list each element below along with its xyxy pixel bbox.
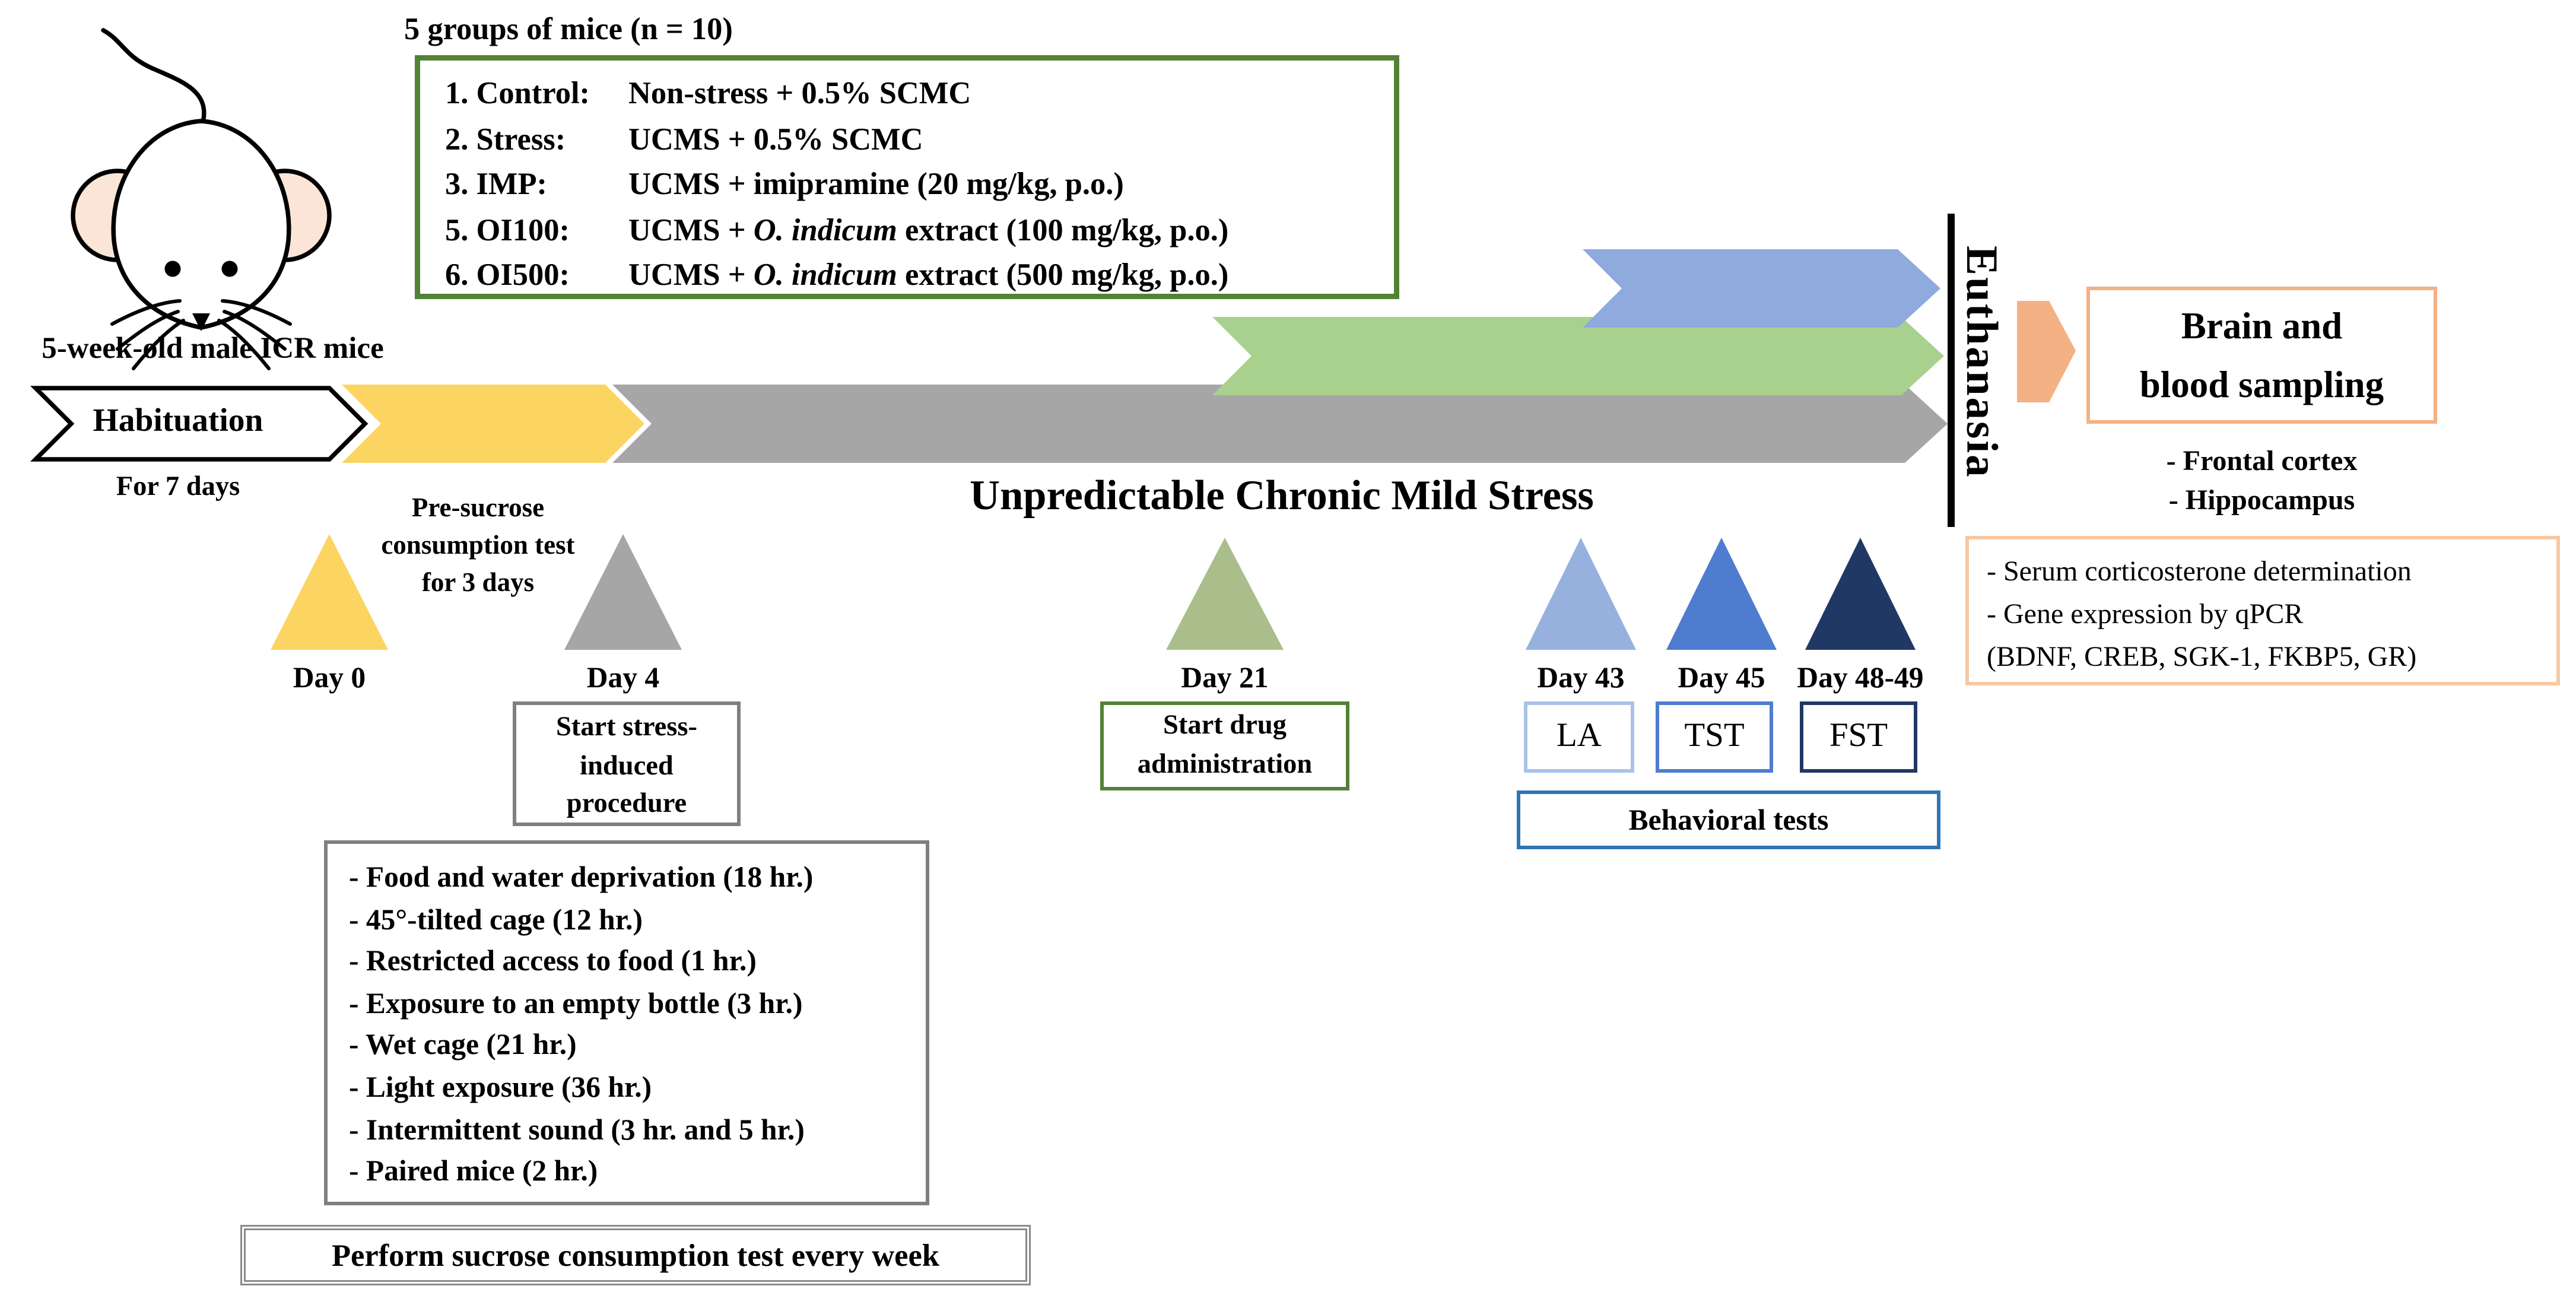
- ucms-label: Unpredictable Chronic Mild Stress: [970, 474, 1594, 520]
- group-row: 5. OI100: UCMS + O. indicum extract (100 …: [445, 211, 1394, 257]
- start-stress-box: Start stress- induced procedure: [513, 701, 741, 826]
- day-label-1: Day 4: [586, 661, 660, 694]
- tst-test-box: TST: [1656, 701, 1773, 773]
- stress-procedures-box: - Food and water deprivation (18 hr.) - 4…: [324, 840, 929, 1205]
- group-desc: UCMS + imipramine (20 mg/kg, p.o.): [628, 166, 1124, 201]
- ucms-arrow: [612, 385, 1948, 463]
- group-label: 1. Control:: [445, 75, 590, 110]
- behavioral-tests-box: Behavioral tests: [1517, 790, 1940, 849]
- group-desc: UCMS + O. indicum extract (100 mg/kg, p.…: [628, 211, 1229, 247]
- euthanasia-label: Euthanasia: [1956, 246, 2005, 479]
- day48-triangle: [1805, 538, 1916, 650]
- stress-item: - Wet cage (21 hr.): [349, 1028, 577, 1062]
- stress-item: - Light exposure (36 hr.): [349, 1069, 652, 1104]
- stress-item: - Restricted access to food (1 hr.): [349, 944, 757, 978]
- day4-triangle: [564, 534, 682, 650]
- stress-item: - 45°-tilted cage (12 hr.): [349, 901, 643, 936]
- behavioral-test-arrow: [1583, 249, 1940, 328]
- mouse-eye-left: [164, 261, 181, 277]
- stress-item: - Food and water deprivation (18 hr.): [349, 860, 814, 894]
- group-desc: UCMS + O. indicum extract (500 mg/kg, p.…: [628, 256, 1229, 292]
- group-label: 5. OI100:: [445, 211, 570, 247]
- habituation-label: Habituation: [93, 404, 263, 440]
- presucrose-note: Pre-sucrose consumption test for 3 days: [381, 495, 575, 598]
- mouse-eye-right: [221, 261, 238, 277]
- mouse-nose: [192, 313, 210, 331]
- day-label-5: Day 48-49: [1797, 661, 1924, 694]
- day43-triangle: [1526, 538, 1636, 650]
- sampling-arrow: [2017, 301, 2076, 402]
- group-label: 2. Stress:: [445, 120, 566, 156]
- sucrose-test-box: Perform sucrose consumption test every w…: [240, 1225, 1031, 1285]
- groups-box: 1. Control: Non-stress + 0.5% SCMC 2. Stre…: [415, 55, 1399, 299]
- habituation-arrow: [30, 386, 369, 462]
- fst-test-box: FST: [1800, 701, 1917, 773]
- group-row: 1. Control: Non-stress + 0.5% SCMC: [445, 75, 1394, 120]
- day-label-2: Day 21: [1181, 661, 1269, 694]
- stress-item: - Exposure to an empty bottle (3 hr.): [349, 986, 803, 1020]
- stress-item: - Paired mice (2 hr.): [349, 1154, 598, 1188]
- sampling-notes: - Frontal cortex - Hippocampus: [2166, 447, 2358, 516]
- drug-treatment-arrow: [1212, 317, 1944, 395]
- day21-triangle: [1166, 538, 1284, 650]
- mouse-illustration: [71, 28, 332, 370]
- brain-sampling-box: Brain and blood sampling: [2086, 287, 2437, 424]
- mouse-body: [111, 119, 291, 330]
- mouse-label: 5-week-old male ICR mice: [42, 331, 384, 365]
- habituation-duration: For 7 days: [116, 472, 240, 502]
- stress-item: - Intermittent sound (3 hr. and 5 hr.): [349, 1112, 805, 1146]
- group-desc: UCMS + 0.5% SCMC: [628, 120, 923, 156]
- group-label: 6. OI500:: [445, 256, 570, 292]
- presucrose-arrow: [342, 385, 644, 463]
- day45-triangle: [1666, 538, 1777, 650]
- day-label-4: Day 45: [1678, 661, 1765, 694]
- group-row: 6. OI500: UCMS + O. indicum extract (500 …: [445, 256, 1394, 302]
- mouse-whiskers: [110, 299, 292, 370]
- group-row: 2. Stress: UCMS + 0.5% SCMC: [445, 120, 1394, 166]
- analysis-box: - Serum corticosterone determination - G…: [1965, 536, 2560, 685]
- start-drug-box: Start drug administration: [1100, 701, 1349, 790]
- groups-title: 5 groups of mice (n = 10): [404, 11, 733, 46]
- group-label: 3. IMP:: [445, 166, 548, 201]
- mouse-tail: [101, 28, 207, 131]
- day-label-3: Day 43: [1537, 661, 1625, 694]
- group-desc: Non-stress + 0.5% SCMC: [628, 75, 971, 110]
- la-test-box: LA: [1524, 701, 1634, 773]
- group-row: 3. IMP: UCMS + imipramine (20 mg/kg, p.o.…: [445, 166, 1394, 211]
- day-label-0: Day 0: [293, 661, 366, 694]
- day0-triangle: [271, 534, 388, 650]
